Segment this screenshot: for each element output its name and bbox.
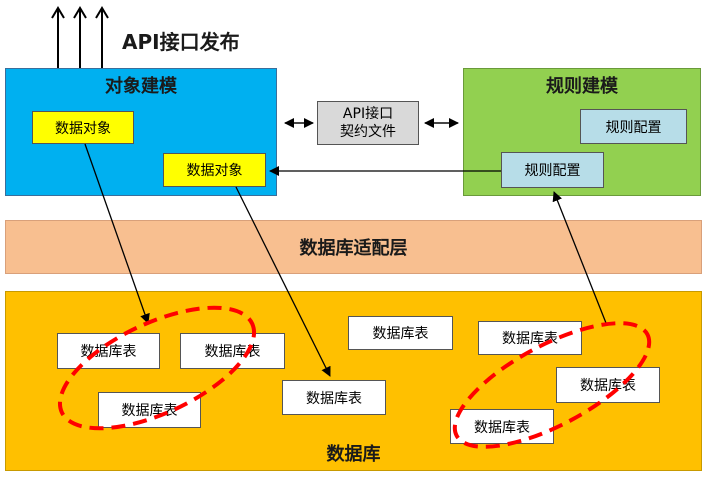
database-title: 数据库 [326,444,381,465]
api-contract-line1: API接口 [342,106,394,122]
db-table-3[interactable]: 数据库表 [98,392,201,428]
api-contract-line2: 契约文件 [340,124,396,140]
group-ellipse-left [57,305,257,431]
api-contract-box[interactable]: API接口 契约文件 [317,101,419,145]
db-table-8[interactable]: 数据库表 [450,409,554,444]
data-object-2[interactable]: 数据对象 [163,153,266,187]
rule-config-1[interactable]: 规则配置 [580,109,687,144]
up-arrow-head-1 [51,6,65,19]
table-to-rule-arrow [552,191,607,324]
up-arrow-head-2 [73,6,87,19]
object2-to-table-arrow [235,186,331,377]
db-table-4[interactable]: 数据库表 [348,316,453,350]
db-table-5[interactable]: 数据库表 [282,380,386,415]
db-table-7[interactable]: 数据库表 [556,367,660,403]
group-ellipse-right [452,321,652,449]
data-object-1[interactable]: 数据对象 [32,111,134,144]
publish-label: API接口发布 [122,30,240,54]
rule-modeling-title: 规则建模 [546,76,618,97]
object-modeling-title: 对象建模 [105,76,177,97]
rule-config-2[interactable]: 规则配置 [501,152,604,188]
object1-to-table-arrow [84,143,150,324]
up-arrow-head-3 [95,6,109,19]
